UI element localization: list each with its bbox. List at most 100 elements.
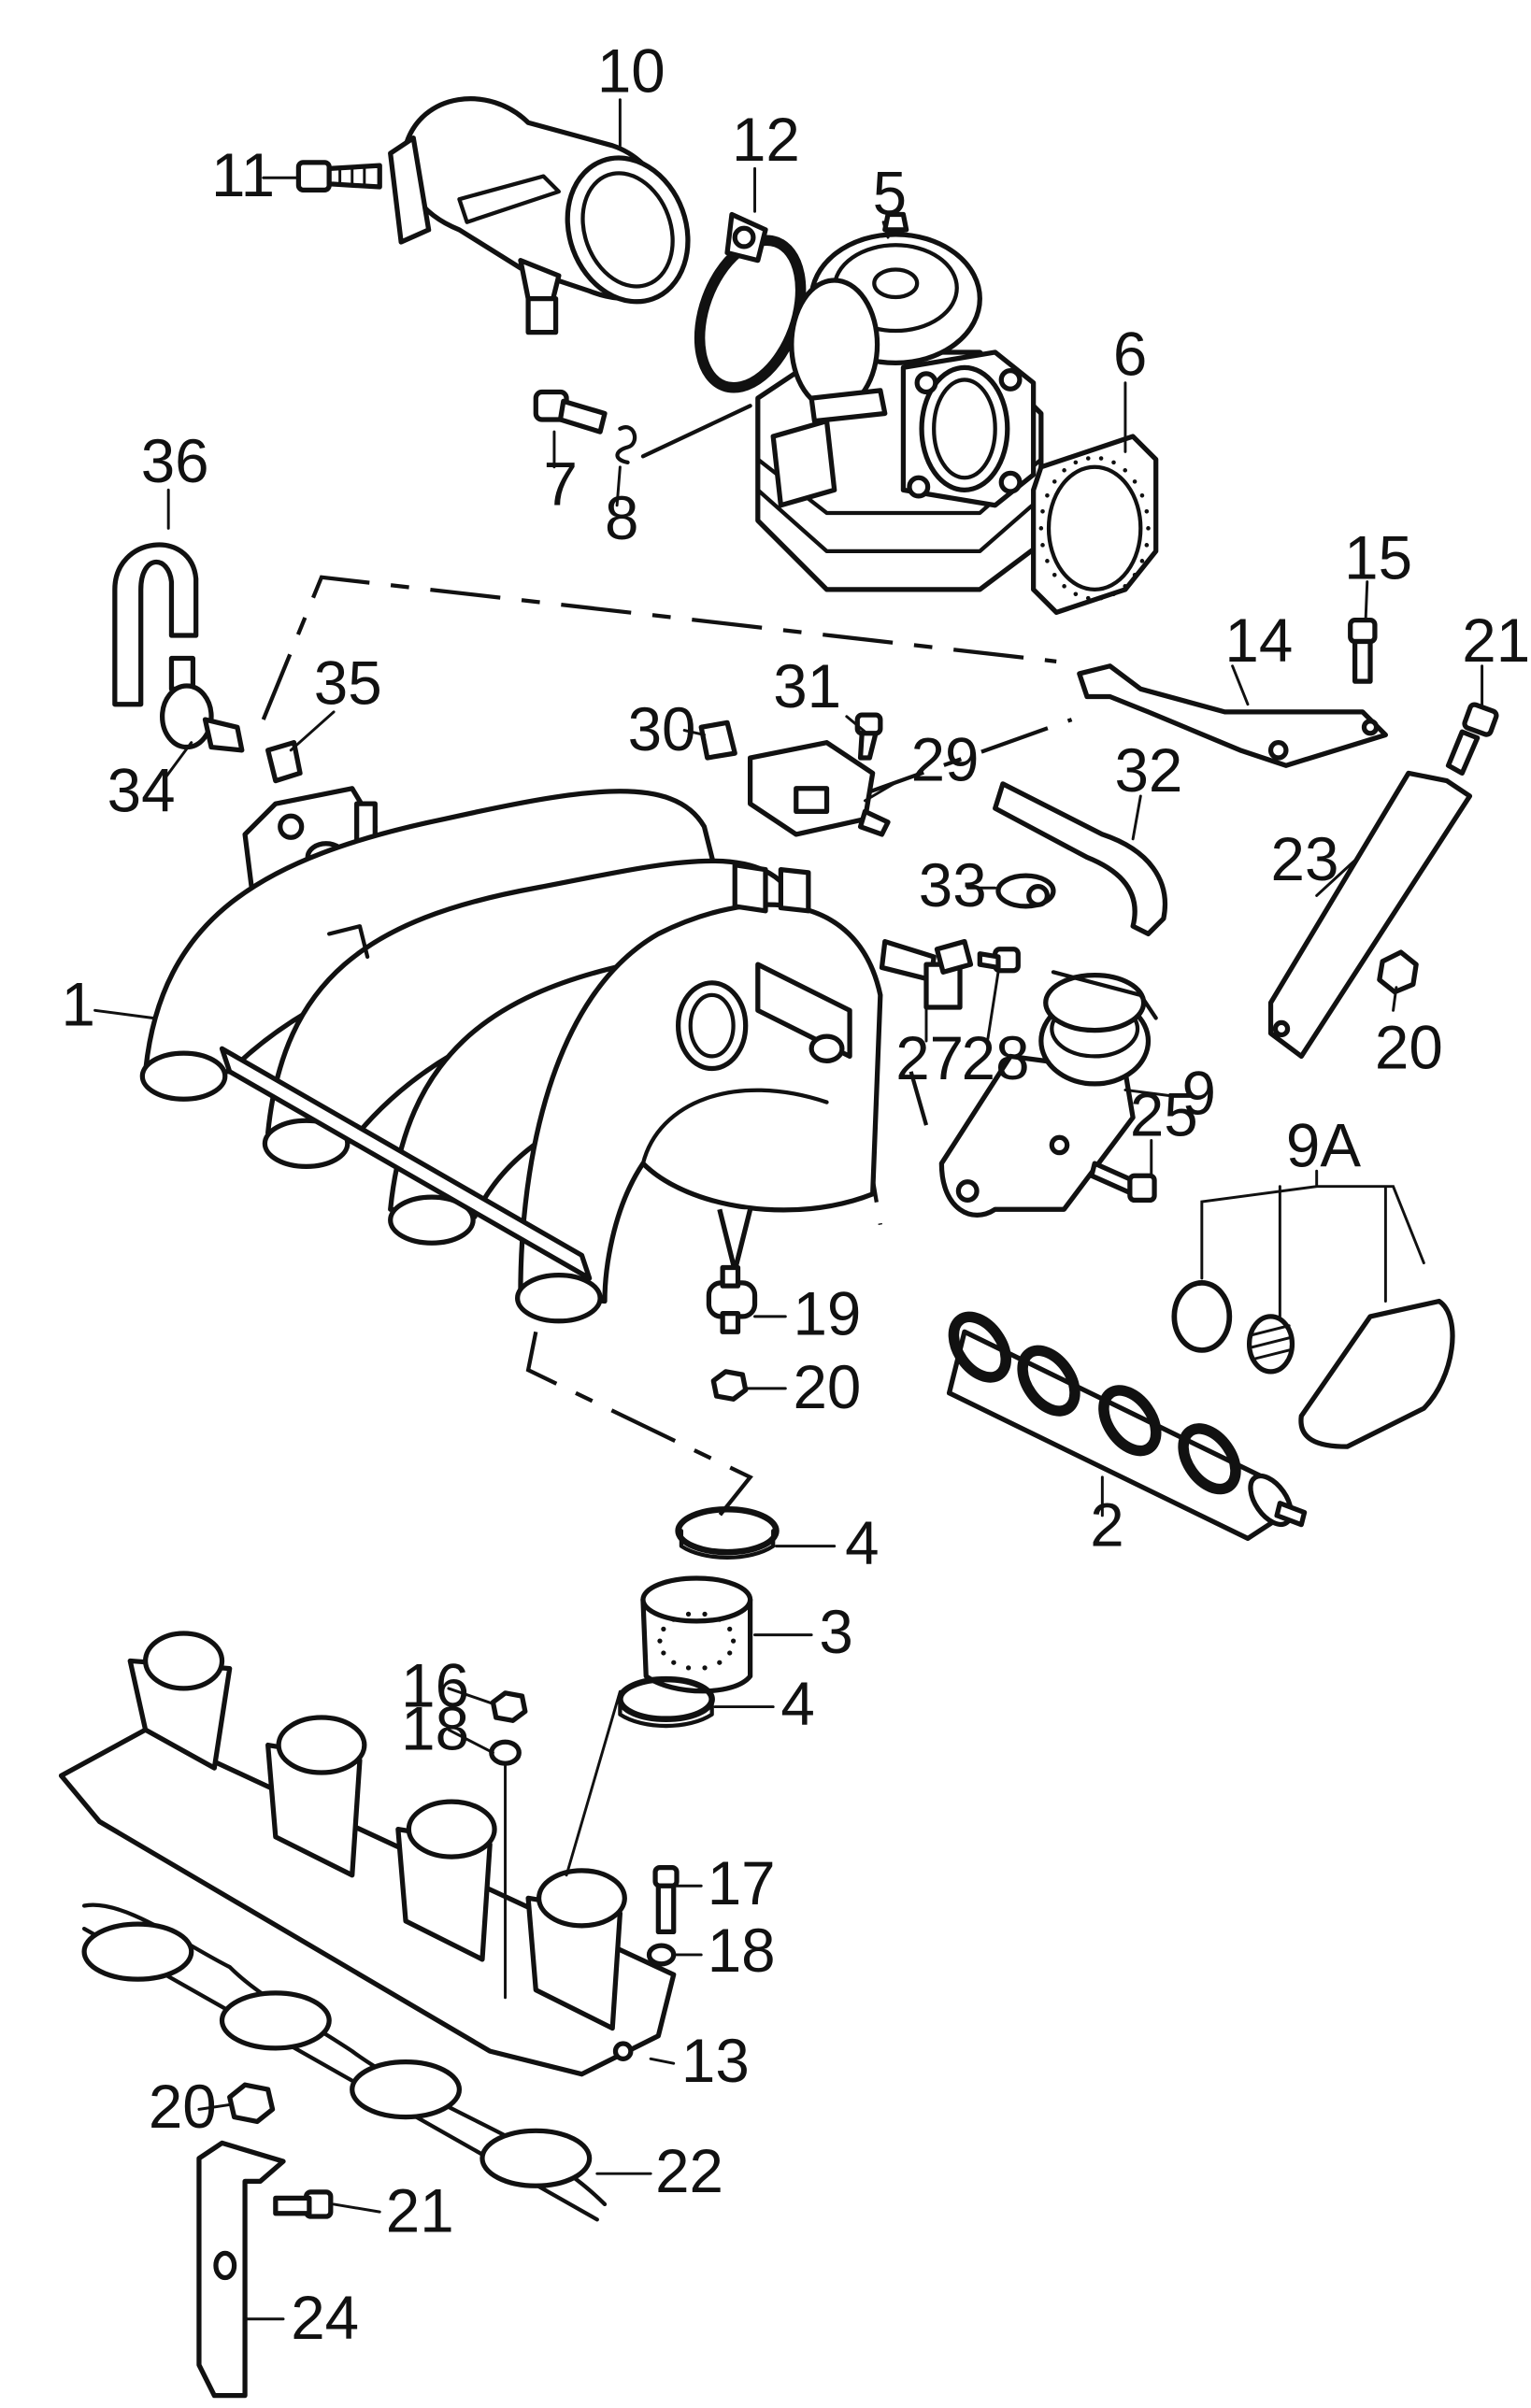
stipple-dot: [1085, 595, 1091, 601]
callout-27: 27: [895, 1024, 964, 1092]
callout-8: 8: [605, 484, 638, 552]
callout-5: 5: [873, 160, 907, 228]
part-13-lower-manifold: [58, 1631, 677, 2077]
callout-18-right: 18: [708, 1916, 776, 1985]
callout-29: 29: [911, 726, 980, 794]
part-22-gasket: [81, 1902, 608, 2222]
stipple-dot: [1139, 493, 1145, 498]
stipple-dot: [1132, 479, 1138, 484]
part-9a-cover: [1298, 1298, 1455, 1449]
stipple-dot: [702, 1611, 708, 1617]
stipple-dot: [1111, 460, 1116, 465]
stipple-dot: [671, 1617, 677, 1622]
callout-3: 3: [819, 1598, 852, 1666]
stipple-dot: [657, 1638, 663, 1644]
part-23-support-stay: [1267, 770, 1473, 1060]
stipple-dot: [1073, 460, 1079, 465]
callout-11: 11: [211, 141, 275, 209]
stipple-dot: [727, 1626, 733, 1631]
stipple-dot: [730, 1638, 737, 1644]
callout-10: 10: [597, 36, 665, 105]
part-20-nut: [710, 1369, 749, 1402]
part-4-clamp-lower: [617, 1675, 715, 1729]
stipple-dot: [1073, 591, 1079, 597]
callout-31: 31: [773, 652, 841, 720]
part-15-bolt: [1348, 617, 1378, 684]
stipple-dot: [1045, 559, 1050, 563]
part-21-bolt-lower: [273, 2189, 334, 2219]
stipple-dot: [1111, 591, 1116, 597]
part-17-screw: [652, 1864, 680, 1934]
part-9a-spring: [1246, 1314, 1295, 1375]
callout-1: 1: [62, 971, 95, 1039]
stipple-dot: [1040, 543, 1045, 548]
callout-18-left: 18: [401, 1694, 469, 1762]
part-27-sensor: [879, 938, 974, 1010]
stipple-dot: [1040, 508, 1045, 514]
part-4-clamp-upper: [675, 1506, 780, 1560]
part-25-screw: [1089, 1161, 1157, 1204]
stipple-dot: [1085, 456, 1091, 461]
callout-9a: 9A: [1286, 1111, 1361, 1179]
callout-36: 36: [141, 427, 209, 495]
part-32-hose: [993, 781, 1167, 937]
part-1-intake-manifold: [139, 786, 883, 1324]
part-30-plug: [698, 720, 737, 761]
callout-20-middle: 20: [793, 1353, 861, 1421]
part-24-bracket: [196, 2140, 286, 2399]
callout-30: 30: [628, 695, 696, 763]
stipple-dot: [1098, 456, 1104, 461]
callout-24: 24: [291, 2284, 359, 2352]
part-6-gasket: [1031, 434, 1159, 616]
part-14-bracket: [1077, 663, 1389, 768]
stipple-dot: [1144, 543, 1150, 548]
part-9a-o-ring: [1171, 1279, 1233, 1353]
stipple-dot: [1045, 493, 1050, 498]
stipple-dot: [685, 1665, 692, 1671]
part-3-filter: [640, 1575, 753, 1694]
callout-15: 15: [1344, 523, 1412, 591]
part-16-nut: [490, 1690, 528, 1723]
stipple-dot: [717, 1660, 723, 1665]
callout-19: 19: [793, 1280, 861, 1348]
part-10-intake-connector: [388, 96, 691, 335]
callout-21-lower: 21: [386, 2176, 454, 2244]
callout-6: 6: [1113, 321, 1147, 389]
callout-33: 33: [919, 851, 987, 919]
callout-12: 12: [732, 106, 800, 174]
part-28-screw: [977, 947, 1021, 974]
callout-22: 22: [655, 2137, 723, 2205]
stipple-dot: [1132, 572, 1138, 577]
callout-2: 2: [1090, 1491, 1123, 1560]
part-18-washer-right: [646, 1943, 677, 1967]
stipple-dot: [1052, 572, 1057, 577]
stipple-dot: [1123, 468, 1128, 473]
part-36-vacuum-hose: [112, 542, 199, 707]
stipple-dot: [1123, 584, 1128, 589]
part-8-clip: [615, 425, 637, 465]
stipple-dot: [685, 1611, 692, 1617]
stipple-dot: [671, 1660, 677, 1665]
part-2-tube: [946, 1311, 1308, 1542]
stipple-dot: [727, 1650, 733, 1656]
part-20-nut-lower: [227, 2082, 276, 2125]
stipple-dot: [1062, 584, 1066, 589]
callout-4-upper: 4: [845, 1509, 879, 1577]
stipple-dot: [661, 1626, 666, 1631]
callout-4-lower: 4: [780, 1670, 814, 1738]
callout-20-lower: 20: [149, 2073, 217, 2141]
stipple-dot: [1146, 526, 1151, 531]
part-21-bolt-upper: [1445, 702, 1499, 777]
part-35-cap: [265, 740, 303, 784]
part-19-mount: [706, 1264, 758, 1334]
part-34-check-valve: [160, 655, 245, 753]
part-31-screw: [854, 712, 883, 761]
stipple-dot: [1052, 479, 1057, 484]
callout-35: 35: [314, 649, 382, 718]
callout-13: 13: [681, 2027, 750, 2095]
part-9-valve-housing: [938, 970, 1158, 1218]
callout-25: 25: [1130, 1081, 1198, 1149]
stipple-dot: [1062, 468, 1066, 473]
